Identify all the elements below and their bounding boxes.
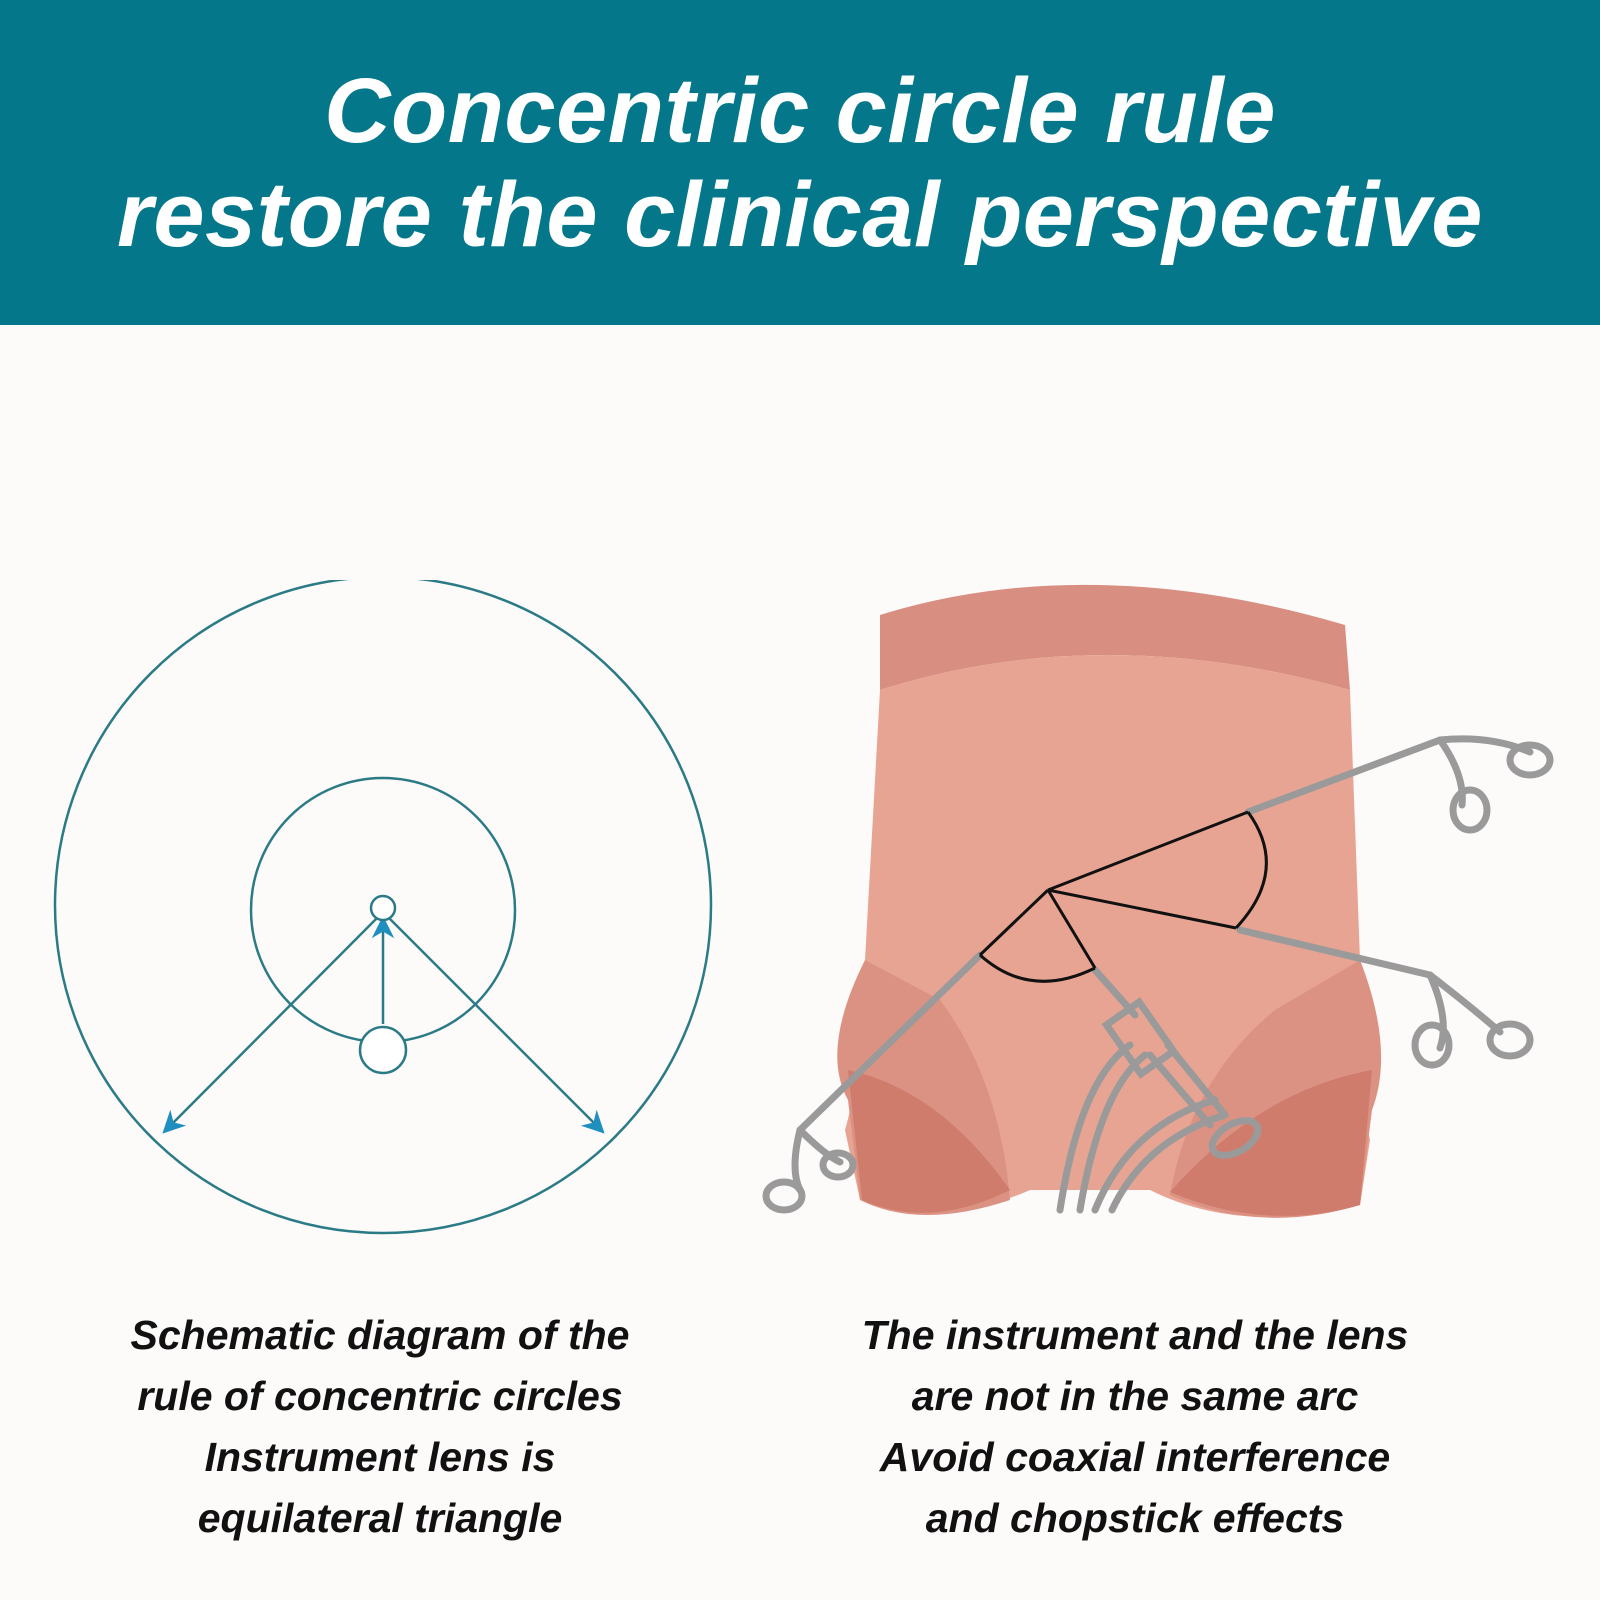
title-line-1: Concentric circle rule	[324, 59, 1276, 162]
left-caption-line-1: Schematic diagram of the	[130, 1312, 630, 1358]
right-caption: The instrument and the lens are not in t…	[775, 1305, 1495, 1549]
left-caption-line-3: Instrument lens is	[204, 1434, 556, 1480]
right-lower-instrument	[1236, 926, 1534, 1069]
left-caption-line-4: equilateral triangle	[197, 1495, 563, 1541]
outer-circle	[53, 580, 713, 1235]
arrow-right	[382, 911, 605, 1134]
right-upper-instrument	[1244, 735, 1554, 834]
right-caption-line-3: Avoid coaxial interference	[879, 1434, 1391, 1480]
right-caption-line-1: The instrument and the lens	[861, 1312, 1409, 1358]
instrument-lens-angles	[978, 810, 1268, 983]
arrow-left	[162, 911, 384, 1134]
laparoscope-lens	[1056, 966, 1262, 1214]
header-banner: Concentric circle rule restore the clini…	[0, 0, 1600, 325]
concentric-circles-diagram	[53, 580, 713, 1235]
clinical-perspective-illustration	[762, 584, 1554, 1218]
title-line-2: restore the clinical perspective	[117, 163, 1483, 266]
left-caption: Schematic diagram of the rule of concent…	[20, 1305, 740, 1549]
lens-point-large	[358, 1025, 408, 1075]
left-caption-line-2: rule of concentric circles	[137, 1373, 623, 1419]
right-caption-line-4: and chopstick effects	[925, 1495, 1345, 1541]
right-caption-line-2: are not in the same arc	[911, 1373, 1359, 1419]
lens-point-small	[369, 894, 397, 922]
left-instrument	[762, 951, 984, 1214]
